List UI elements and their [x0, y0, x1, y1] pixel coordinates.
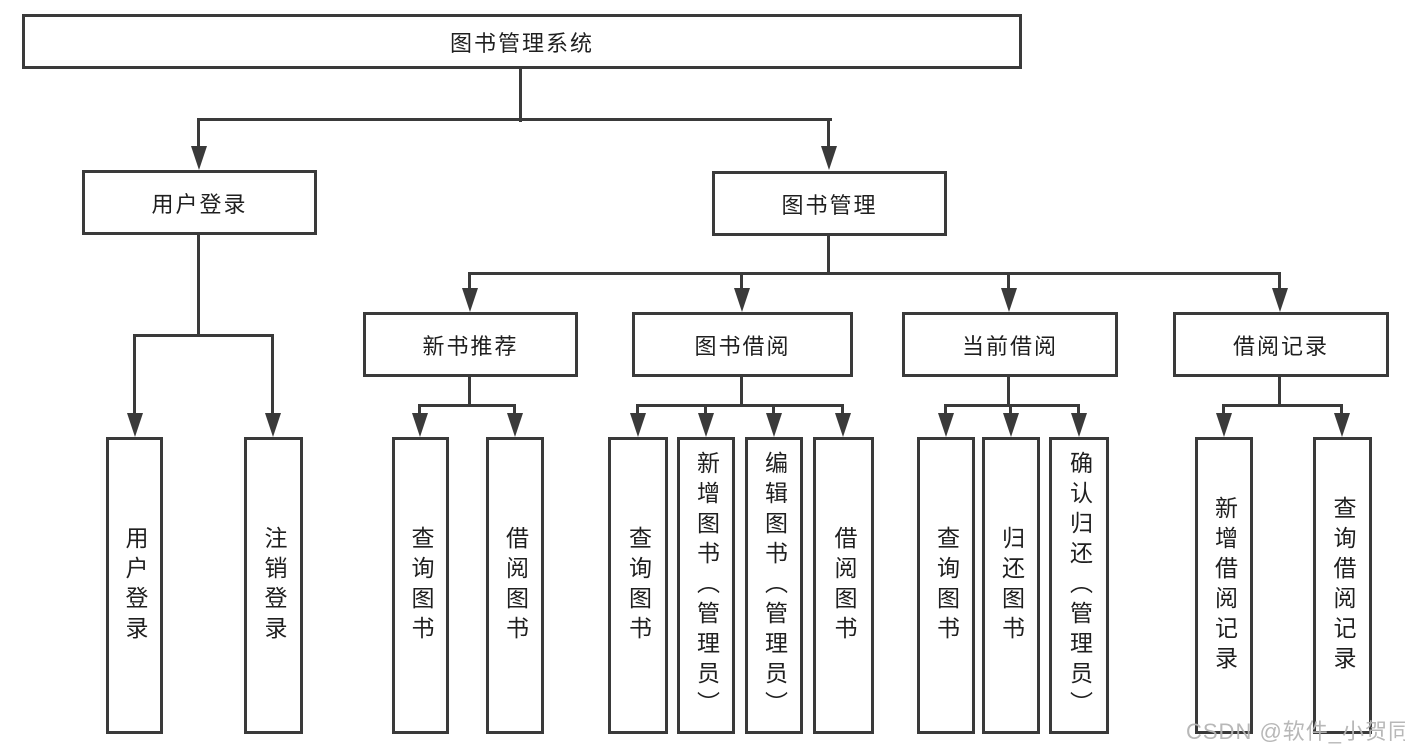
- arrow-down-icon: [265, 413, 281, 437]
- connector-line: [1077, 404, 1080, 420]
- node-borrow-record: 借阅记录: [1173, 312, 1389, 377]
- node-label: 注销登录: [261, 525, 287, 646]
- node-new-book-recommend: 新书推荐: [363, 312, 578, 377]
- node-leaf-logout: 注销登录: [244, 437, 303, 734]
- connector-line: [841, 404, 844, 420]
- connector-line: [827, 235, 830, 275]
- connector-line: [1278, 377, 1281, 407]
- node-leaf-return-book: 归还图书: [982, 437, 1040, 734]
- node-current-borrow: 当前借阅: [902, 312, 1118, 377]
- connector-line: [740, 377, 743, 407]
- arrow-down-icon: [1003, 413, 1019, 437]
- connector-line: [197, 118, 832, 121]
- node-leaf-confirm-return-admin: 确认归还（管理员）: [1049, 437, 1109, 734]
- arrow-down-icon: [507, 413, 523, 437]
- arrow-down-icon: [698, 413, 714, 437]
- connector-line: [636, 404, 844, 407]
- node-leaf-borrow-book-1: 借阅图书: [486, 437, 544, 734]
- node-label: 用户登录: [122, 525, 148, 646]
- connector-line: [772, 404, 775, 420]
- connector-line: [827, 118, 830, 152]
- node-label: 查询图书: [625, 525, 652, 646]
- arrow-down-icon: [191, 146, 207, 170]
- connector-line: [740, 272, 743, 295]
- connector-line: [519, 69, 522, 122]
- connector-line: [133, 334, 274, 337]
- node-label: 编辑图书（管理员）: [761, 450, 788, 721]
- arrow-down-icon: [127, 413, 143, 437]
- node-leaf-query-book-1: 查询图书: [392, 437, 449, 734]
- arrow-down-icon: [1216, 413, 1232, 437]
- node-label: 查询借阅记录: [1330, 495, 1356, 676]
- node-label: 借阅图书: [502, 525, 529, 646]
- connector-line: [197, 118, 200, 152]
- connector-line: [133, 334, 136, 418]
- arrow-down-icon: [835, 413, 851, 437]
- node-label: 确认归还（管理员）: [1066, 450, 1093, 721]
- connector-line: [468, 272, 1281, 275]
- connector-line: [944, 404, 947, 420]
- arrow-down-icon: [1334, 413, 1350, 437]
- arrow-down-icon: [462, 288, 478, 312]
- connector-line: [1007, 272, 1010, 295]
- arrow-down-icon: [821, 146, 837, 170]
- arrow-down-icon: [938, 413, 954, 437]
- connector-line: [1222, 404, 1225, 420]
- connector-line: [418, 404, 421, 420]
- arrow-down-icon: [766, 413, 782, 437]
- connector-line: [271, 334, 274, 418]
- csdn-watermark: CSDN @软件_小贺同学: [1186, 719, 1405, 744]
- node-leaf-query-book-3: 查询图书: [917, 437, 975, 734]
- arrow-down-icon: [734, 288, 750, 312]
- connector-line: [1340, 404, 1343, 420]
- arrow-down-icon: [1071, 413, 1087, 437]
- connector-line: [1009, 404, 1012, 420]
- connector-line: [468, 272, 471, 295]
- connector-line: [197, 234, 200, 337]
- node-leaf-query-book-2: 查询图书: [608, 437, 668, 734]
- node-label: 新增借阅记录: [1211, 495, 1238, 676]
- connector-line: [513, 404, 516, 420]
- node-label: 查询图书: [408, 525, 434, 646]
- connector-line: [468, 377, 471, 407]
- connector-line: [944, 404, 1080, 407]
- node-user-login: 用户登录: [82, 170, 317, 235]
- node-leaf-add-book-admin: 新增图书（管理员）: [677, 437, 735, 734]
- node-book-management: 图书管理: [712, 171, 947, 236]
- connector-line: [418, 404, 516, 407]
- node-label: 新增图书（管理员）: [693, 450, 720, 721]
- node-root: 图书管理系统: [22, 14, 1022, 69]
- connector-line: [704, 404, 707, 420]
- node-leaf-edit-book-admin: 编辑图书（管理员）: [745, 437, 803, 734]
- connector-line: [1278, 272, 1281, 295]
- node-book-borrow: 图书借阅: [632, 312, 853, 377]
- arrow-down-icon: [630, 413, 646, 437]
- node-label: 归还图书: [998, 525, 1025, 646]
- node-leaf-user-login: 用户登录: [106, 437, 163, 734]
- node-leaf-query-borrow-record: 查询借阅记录: [1313, 437, 1372, 734]
- node-leaf-borrow-book-2: 借阅图书: [813, 437, 874, 734]
- connector-line: [636, 404, 639, 420]
- arrow-down-icon: [1001, 288, 1017, 312]
- node-label: 借阅图书: [831, 525, 857, 646]
- arrow-down-icon: [1272, 288, 1288, 312]
- node-leaf-add-borrow-record: 新增借阅记录: [1195, 437, 1253, 734]
- connector-line: [1007, 377, 1010, 407]
- arrow-down-icon: [412, 413, 428, 437]
- node-label: 查询图书: [933, 525, 960, 646]
- connector-line: [1222, 404, 1342, 407]
